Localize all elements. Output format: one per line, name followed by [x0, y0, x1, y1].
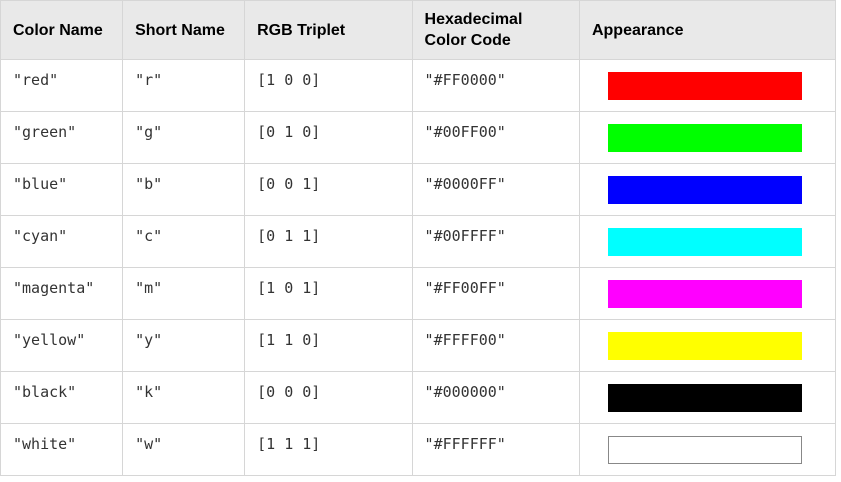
- table-row: "yellow" "y" [1 1 0] "#FFFF00": [0, 319, 837, 372]
- color-swatch: [607, 331, 802, 360]
- cell-hex-code: "#FFFFFF": [411, 423, 580, 476]
- cell-color-name: "green": [0, 111, 124, 164]
- header-row: Color Name Short Name RGB Triplet Hexade…: [0, 0, 837, 60]
- cell-hex-code: "#000000": [411, 371, 580, 424]
- color-swatch: [607, 279, 802, 308]
- header-hex-line1: Hexadecimal: [424, 11, 523, 28]
- cell-short-name: "b": [122, 163, 246, 216]
- cell-rgb-triplet: [1 0 1]: [244, 267, 413, 320]
- header-rgb-triplet: RGB Triplet: [244, 0, 413, 60]
- cell-appearance: [578, 215, 837, 268]
- cell-appearance: [578, 371, 837, 424]
- table-row: "magenta" "m" [1 0 1] "#FF00FF": [0, 267, 837, 320]
- color-swatch: [607, 383, 802, 412]
- cell-appearance: [578, 423, 837, 476]
- cell-appearance: [578, 163, 837, 216]
- header-hex-code: Hexadecimal Color Code: [411, 0, 580, 60]
- color-swatch: [607, 71, 802, 100]
- color-swatch: [607, 123, 802, 152]
- cell-color-name: "cyan": [0, 215, 124, 268]
- cell-hex-code: "#00FF00": [411, 111, 580, 164]
- cell-color-name: "black": [0, 371, 124, 424]
- cell-color-name: "white": [0, 423, 124, 476]
- cell-short-name: "k": [122, 371, 246, 424]
- cell-appearance: [578, 111, 837, 164]
- cell-short-name: "m": [122, 267, 246, 320]
- cell-color-name: "magenta": [0, 267, 124, 320]
- cell-hex-code: "#FF00FF": [411, 267, 580, 320]
- table-row: "blue" "b" [0 0 1] "#0000FF": [0, 163, 837, 216]
- table-row: "white" "w" [1 1 1] "#FFFFFF": [0, 423, 837, 476]
- color-swatch: [607, 435, 802, 464]
- cell-appearance: [578, 319, 837, 372]
- header-short-name: Short Name: [122, 0, 246, 60]
- table-row: "cyan" "c" [0 1 1] "#00FFFF": [0, 215, 837, 268]
- cell-rgb-triplet: [1 1 0]: [244, 319, 413, 372]
- cell-short-name: "y": [122, 319, 246, 372]
- cell-short-name: "w": [122, 423, 246, 476]
- cell-hex-code: "#FF0000": [411, 59, 580, 112]
- header-hex-line2: Color Code: [424, 32, 511, 49]
- color-swatch: [607, 175, 802, 204]
- cell-hex-code: "#0000FF": [411, 163, 580, 216]
- color-swatch: [607, 227, 802, 256]
- cell-appearance: [578, 59, 837, 112]
- table-row: "red" "r" [1 0 0] "#FF0000": [0, 59, 837, 112]
- table-body: "red" "r" [1 0 0] "#FF0000" "green" "g" …: [0, 59, 837, 476]
- cell-rgb-triplet: [1 1 1]: [244, 423, 413, 476]
- table-header: Color Name Short Name RGB Triplet Hexade…: [0, 0, 837, 60]
- cell-appearance: [578, 267, 837, 320]
- cell-rgb-triplet: [0 1 1]: [244, 215, 413, 268]
- cell-rgb-triplet: [0 1 0]: [244, 111, 413, 164]
- cell-rgb-triplet: [0 0 1]: [244, 163, 413, 216]
- header-appearance: Appearance: [578, 0, 837, 60]
- cell-rgb-triplet: [1 0 0]: [244, 59, 413, 112]
- table-row: "black" "k" [0 0 0] "#000000": [0, 371, 837, 424]
- table-row: "green" "g" [0 1 0] "#00FF00": [0, 111, 837, 164]
- cell-color-name: "yellow": [0, 319, 124, 372]
- header-color-name: Color Name: [0, 0, 124, 60]
- cell-hex-code: "#00FFFF": [411, 215, 580, 268]
- cell-rgb-triplet: [0 0 0]: [244, 371, 413, 424]
- cell-color-name: "blue": [0, 163, 124, 216]
- cell-short-name: "r": [122, 59, 246, 112]
- cell-short-name: "g": [122, 111, 246, 164]
- cell-color-name: "red": [0, 59, 124, 112]
- cell-hex-code: "#FFFF00": [411, 319, 580, 372]
- cell-short-name: "c": [122, 215, 246, 268]
